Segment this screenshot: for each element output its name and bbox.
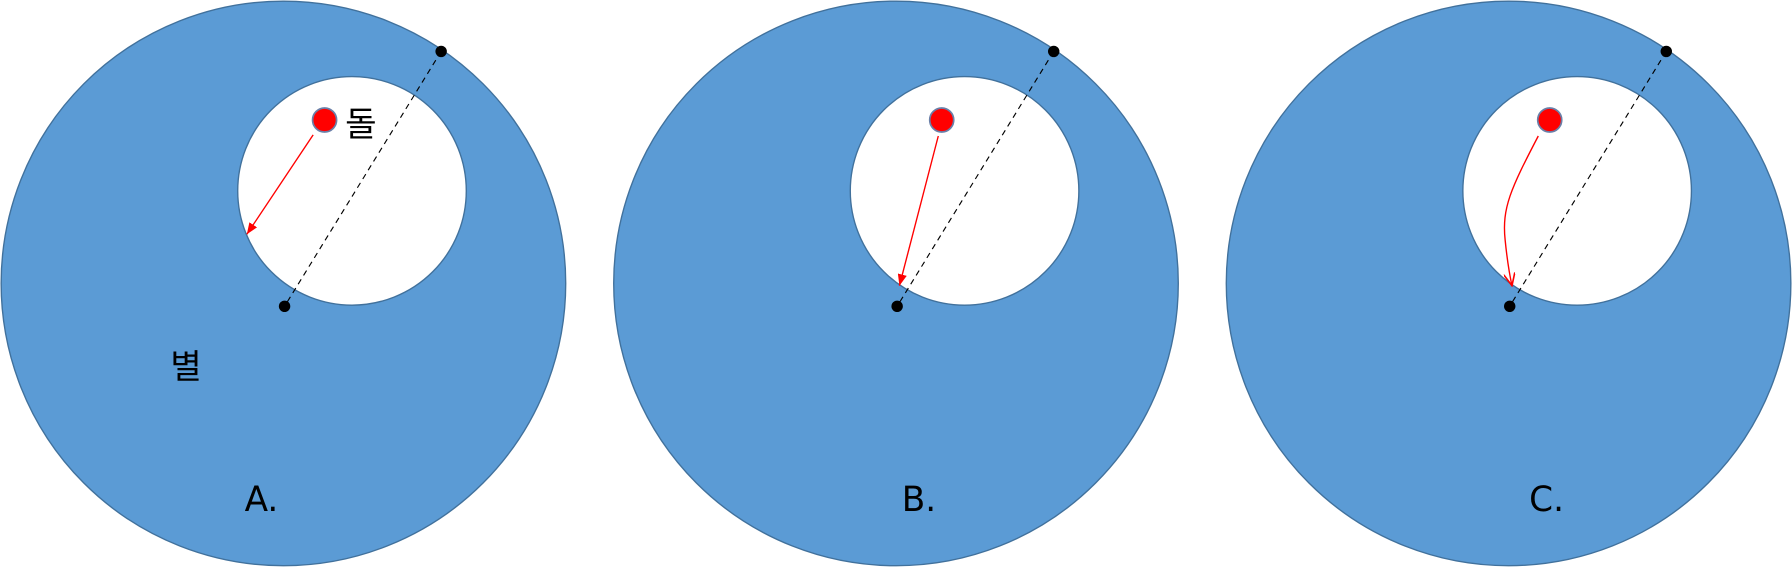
stone-dot (928, 107, 955, 133)
panel-label-b: B. (902, 480, 936, 520)
path-start-point (1660, 45, 1672, 58)
stone-trajectory-arrow (897, 135, 939, 286)
path-end-point (278, 300, 291, 312)
hollow-region (849, 75, 1080, 306)
dashed-straight-path (896, 51, 1055, 307)
panel-b: B. (613, 0, 1179, 567)
stone-label: 돌 (345, 105, 377, 145)
panel-label-c: C. (1529, 480, 1564, 520)
path-start-point (435, 45, 447, 58)
dashed-straight-path (1509, 51, 1667, 307)
dashed-straight-path (284, 51, 442, 307)
stone-dot (311, 107, 338, 133)
star-disc (1225, 0, 1792, 567)
stone-curved-trajectory-arrow (1504, 135, 1539, 286)
path-end-point (1504, 300, 1516, 312)
hollow-region (237, 75, 467, 306)
stone-trajectory-arrow (246, 134, 314, 235)
panel-c: C. (1225, 0, 1792, 567)
star-disc (613, 0, 1179, 567)
path-end-point (891, 300, 903, 312)
panel-label-a: A. (245, 480, 279, 520)
panel-a: 돌 별 A. (0, 0, 567, 567)
path-start-point (1048, 45, 1060, 58)
stone-dot (1536, 107, 1563, 133)
star-disc (0, 0, 567, 567)
hollow-region (1462, 75, 1693, 306)
star-label: 별 (170, 347, 202, 387)
